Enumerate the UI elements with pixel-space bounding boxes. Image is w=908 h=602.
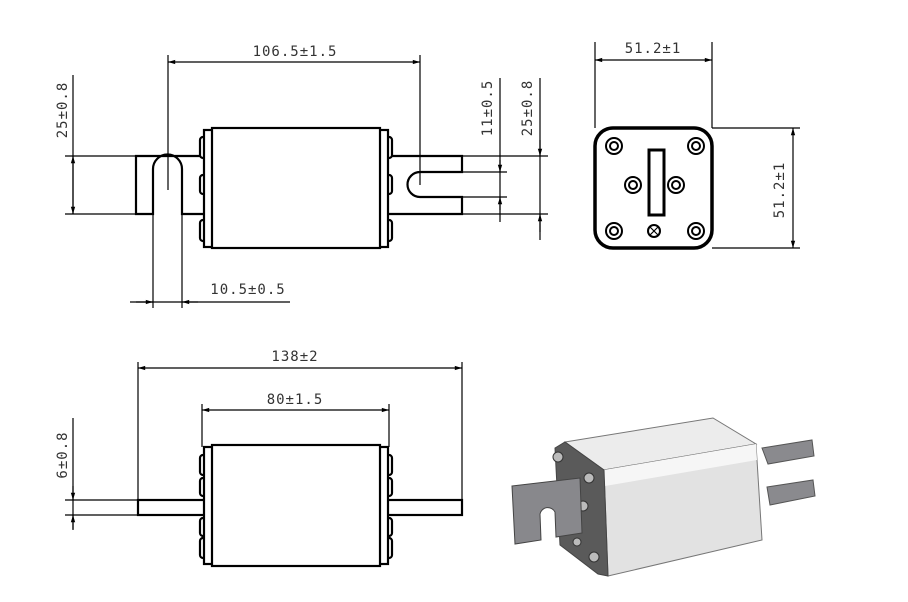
3d-slotted-tab: [511, 477, 583, 545]
fuse-3d-render: [511, 417, 816, 577]
side-view: 138±2 80±1.5 6±0.8: [55, 349, 464, 568]
left-tab: [134, 153, 210, 216]
dim-end-width: 51.2±1: [625, 41, 682, 57]
right-tab: [382, 154, 464, 216]
dim-slot-width: 11±0.5: [480, 80, 496, 137]
dim-overall-length: 138±2: [271, 349, 318, 365]
dim-tab-thickness: 6±0.8: [55, 431, 71, 478]
dim-slot-diameter: 10.5±0.5: [210, 282, 285, 298]
tab-slot: [647, 148, 666, 217]
dim-top-width: 106.5±1.5: [253, 44, 338, 60]
dim-left-tab-height: 25±0.8: [55, 82, 71, 139]
fuse-body: [210, 126, 382, 250]
end-view: 51.2±1 51.2±1: [593, 41, 800, 250]
dim-right-tab-height: 25±0.8: [520, 80, 536, 137]
top-view: 106.5±1.5 25±0.8 11±0.5 25±0.8 10.5±0.5: [55, 44, 548, 308]
dim-body-length: 80±1.5: [267, 392, 324, 408]
corner-screws: [605, 137, 705, 240]
side-body: [210, 443, 382, 568]
dim-end-height: 51.2±1: [772, 162, 788, 219]
